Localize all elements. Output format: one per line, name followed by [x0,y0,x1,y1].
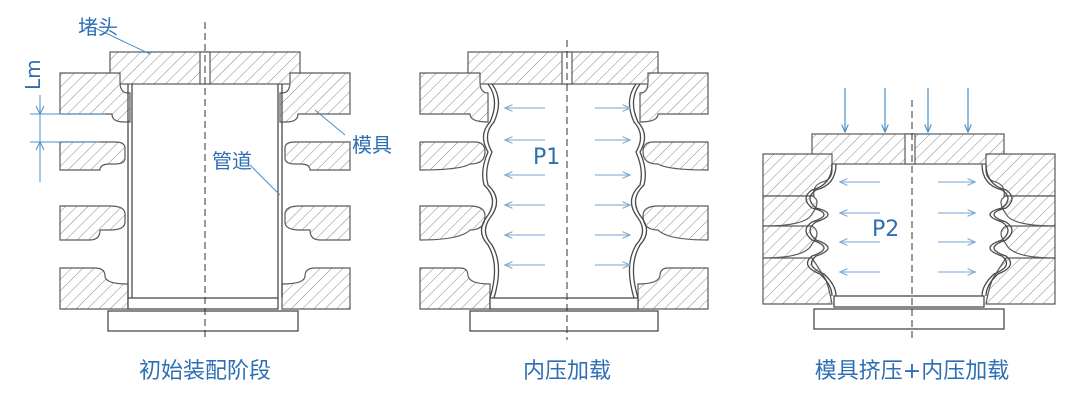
caption-stage1: 初始装配阶段 [139,359,271,384]
lm-label: Lm [21,59,45,90]
stage3-figure: P2 [762,88,1056,340]
caption-stage2: 内压加载 [523,359,611,384]
stage3-right-mold [985,153,1056,305]
stage1-left-mold [59,72,131,310]
caption-stage3: 模具挤压+内压加载 [815,359,1009,384]
pipe-label: 管道 [212,149,252,173]
stage1-right-mold [279,72,351,310]
stage1-figure: 堵头 Lm 模具 管道 [21,15,392,340]
stage3-force-arrows [845,88,968,132]
p1-label: P1 [533,145,560,170]
stage3-left-mold [762,153,833,305]
mold-label: 模具 [352,133,392,157]
stage3-pressure-arrows [840,182,975,272]
stage2-left-mold [419,72,491,310]
plug-label: 堵头 [78,15,118,39]
stage2-pressure-arrows [505,108,630,265]
lm-dimension [30,95,105,182]
p2-label: P2 [872,217,899,242]
stage2-right-mold [637,72,709,310]
stage2-figure: P1 [419,40,709,340]
